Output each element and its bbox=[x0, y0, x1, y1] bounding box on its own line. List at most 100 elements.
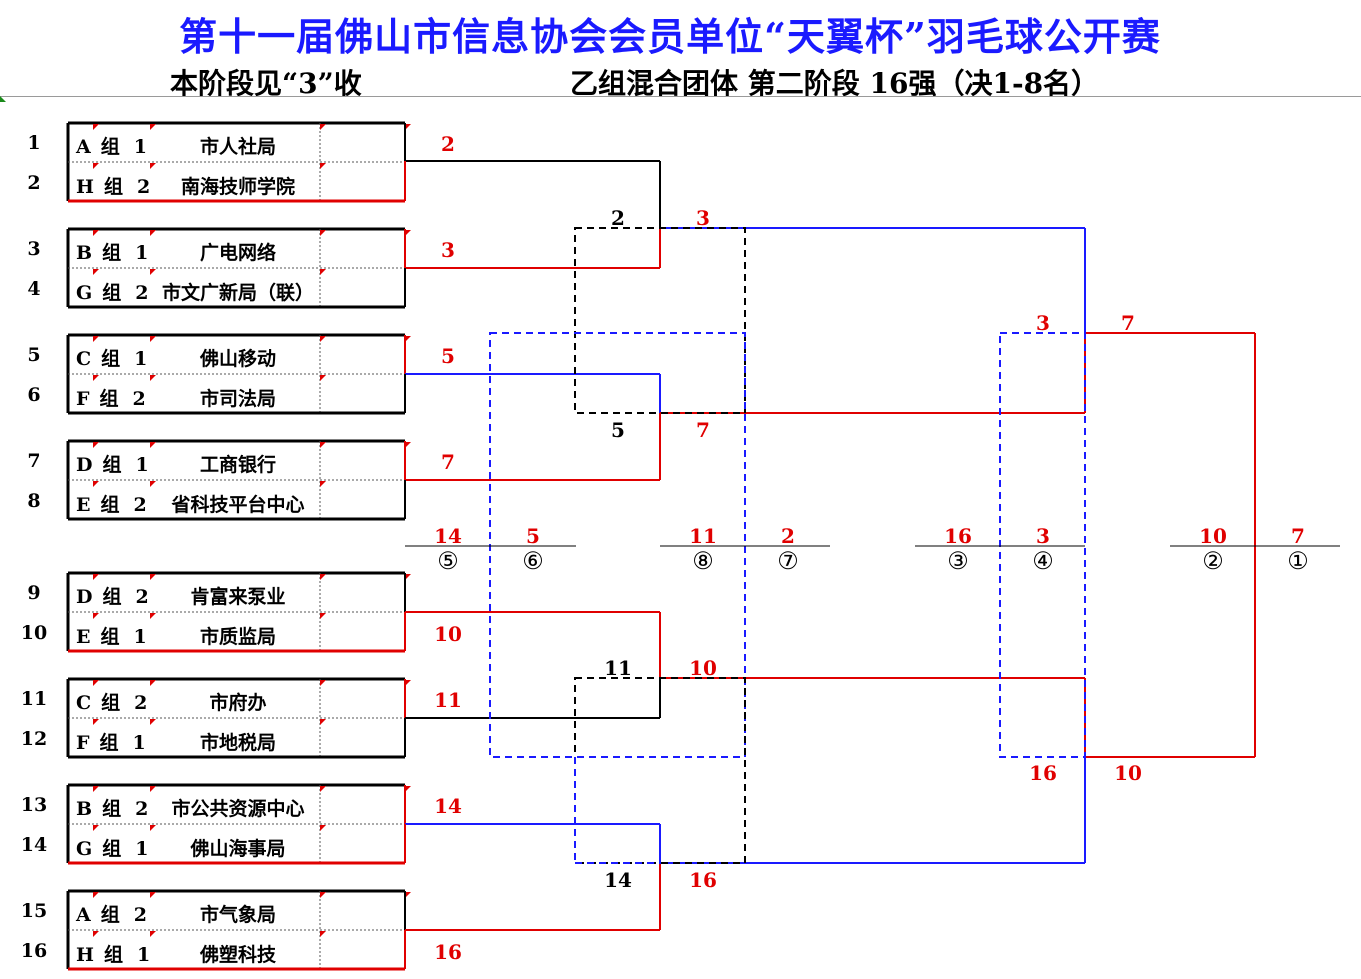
group-rank: 1 bbox=[135, 242, 149, 264]
group-rank: 2 bbox=[132, 388, 146, 410]
seed-number: 5 bbox=[27, 344, 41, 366]
comment-marker bbox=[93, 931, 99, 937]
comment-marker bbox=[320, 931, 326, 937]
group-word: 组 bbox=[99, 388, 119, 410]
group-word: 组 bbox=[100, 904, 120, 926]
cell-corner-marker bbox=[0, 96, 6, 102]
group-word: 组 bbox=[103, 176, 123, 198]
group-word: 组 bbox=[101, 692, 121, 714]
placement-6-score: 5 bbox=[526, 524, 540, 548]
r1-winner-label: 14 bbox=[434, 794, 462, 818]
group-letter: G bbox=[76, 838, 93, 860]
team-name: 市人社局 bbox=[199, 136, 276, 158]
comment-marker bbox=[150, 825, 156, 831]
comment-marker bbox=[93, 892, 99, 898]
group-word: 组 bbox=[102, 242, 122, 264]
qf-bot2-right: 16 bbox=[689, 868, 717, 892]
team-name: 市文广新局（联） bbox=[161, 282, 314, 304]
tournament-title: 第十一届佛山市信息协会会员单位“天翼杯”羽毛球公开赛 bbox=[179, 14, 1161, 59]
placement-1-score: 7 bbox=[1291, 524, 1305, 548]
comment-marker bbox=[150, 163, 156, 169]
group-letter: B bbox=[76, 242, 93, 264]
comment-marker bbox=[320, 442, 326, 448]
seed-number: 9 bbox=[27, 582, 41, 604]
team-name: 市府办 bbox=[209, 692, 267, 714]
comment-marker bbox=[93, 719, 99, 725]
group-word: 组 bbox=[102, 586, 122, 608]
comment-marker bbox=[405, 892, 411, 898]
team-name: 南海技师学院 bbox=[180, 176, 295, 198]
comment-marker bbox=[405, 442, 411, 448]
group-word: 组 bbox=[100, 494, 120, 516]
group-word: 组 bbox=[102, 282, 122, 304]
place-7-mark: ⑦ bbox=[777, 547, 799, 575]
group-rank: 2 bbox=[135, 798, 149, 820]
comment-marker bbox=[320, 719, 326, 725]
place-6-mark: ⑥ bbox=[522, 547, 544, 575]
group-letter: G bbox=[76, 282, 93, 304]
comment-marker bbox=[93, 442, 99, 448]
comment-marker bbox=[405, 230, 411, 236]
comment-marker bbox=[320, 163, 326, 169]
comment-marker bbox=[320, 825, 326, 831]
comment-marker bbox=[320, 892, 326, 898]
comment-marker bbox=[93, 124, 99, 130]
seed-number: 11 bbox=[20, 688, 48, 710]
comment-marker bbox=[93, 336, 99, 342]
group-word: 组 bbox=[103, 944, 123, 966]
group-letter: A bbox=[76, 904, 91, 926]
group-rank: 2 bbox=[135, 282, 149, 304]
group-letter: C bbox=[76, 692, 92, 714]
place-1-mark: ① bbox=[1287, 547, 1309, 575]
stage-title: 乙组混合团体 第二阶段 16强（决1-8名） bbox=[570, 67, 1100, 100]
comment-marker bbox=[320, 336, 326, 342]
comment-marker bbox=[93, 163, 99, 169]
placement-7-score: 2 bbox=[781, 524, 795, 548]
comment-marker bbox=[93, 481, 99, 487]
comment-marker bbox=[150, 931, 156, 937]
sf-bot-right: 10 bbox=[1114, 761, 1142, 785]
loser-bracket-box bbox=[999, 332, 1086, 758]
place-8-mark: ⑧ bbox=[692, 547, 714, 575]
comment-marker bbox=[150, 442, 156, 448]
qf-top2-right: 7 bbox=[696, 418, 710, 442]
qf-top1-left: 2 bbox=[611, 206, 625, 230]
qf-bot2-left: 14 bbox=[604, 868, 632, 892]
group-rank: 1 bbox=[136, 944, 151, 966]
qf-top1-right: 3 bbox=[696, 206, 710, 230]
group-letter: E bbox=[76, 494, 91, 516]
comment-marker bbox=[93, 574, 99, 580]
qf-bot1-left: 11 bbox=[604, 656, 632, 680]
comment-marker bbox=[320, 269, 326, 275]
comment-marker bbox=[405, 574, 411, 580]
group-word: 组 bbox=[100, 626, 120, 648]
seed-number: 4 bbox=[27, 278, 41, 300]
seed-number: 13 bbox=[20, 794, 48, 816]
group-rank: 1 bbox=[132, 732, 146, 754]
sf-top-right: 7 bbox=[1121, 311, 1135, 335]
team-name: 市质监局 bbox=[199, 626, 276, 648]
group-word: 组 bbox=[102, 838, 122, 860]
team-name: 市地税局 bbox=[199, 732, 276, 754]
comment-marker bbox=[150, 786, 156, 792]
group-word: 组 bbox=[101, 348, 121, 370]
loser-bracket-box bbox=[574, 227, 746, 414]
group-rank: 1 bbox=[135, 838, 149, 860]
comment-marker bbox=[405, 336, 411, 342]
header-divider bbox=[0, 96, 1361, 97]
comment-marker bbox=[405, 786, 411, 792]
group-letter: A bbox=[76, 136, 91, 158]
placement-2-score: 10 bbox=[1199, 524, 1227, 548]
team-name: 佛塑科技 bbox=[199, 944, 276, 966]
placement-4-score: 3 bbox=[1036, 524, 1050, 548]
group-rank: 2 bbox=[133, 494, 147, 516]
